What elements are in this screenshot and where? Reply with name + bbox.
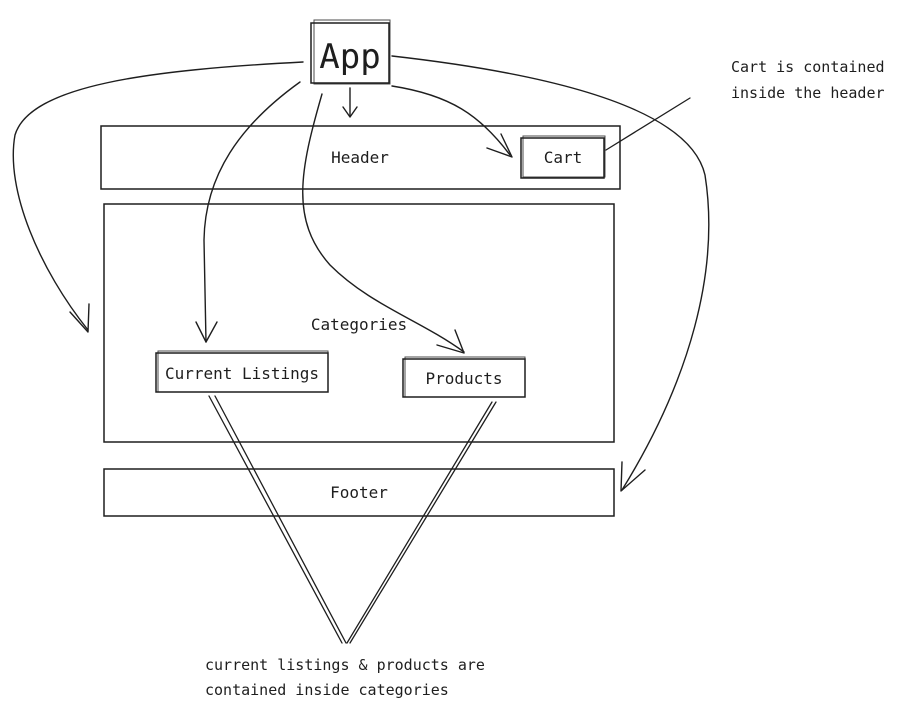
cart-note-line2: inside the header bbox=[731, 84, 885, 102]
categories-label: Categories bbox=[311, 315, 407, 334]
footer-label: Footer bbox=[330, 483, 388, 502]
arrow-app-to-header bbox=[342, 87, 358, 118]
products-node: Products bbox=[402, 356, 526, 398]
header-label: Header bbox=[331, 148, 389, 167]
current-listings-node: Current Listings bbox=[155, 350, 329, 393]
cart-label: Cart bbox=[544, 148, 583, 167]
categories-note-line1: current listings & products are bbox=[205, 656, 485, 674]
footer-node: Footer bbox=[103, 468, 615, 517]
app-label: App bbox=[319, 37, 380, 77]
arrow-app-to-footer bbox=[391, 55, 710, 492]
products-label: Products bbox=[425, 369, 502, 388]
categories-note-line2: contained inside categories bbox=[205, 681, 449, 699]
arrow-app-to-products bbox=[302, 93, 465, 354]
callout-categories: current listings & products are containe… bbox=[205, 395, 497, 699]
header-node: Header bbox=[100, 125, 621, 190]
categories-node: Categories bbox=[103, 203, 615, 443]
app-node: App bbox=[310, 19, 391, 85]
arrow-app-to-cart bbox=[391, 85, 513, 158]
current-listings-label: Current Listings bbox=[165, 364, 319, 383]
cart-note-line1: Cart is contained bbox=[731, 58, 885, 76]
callout-cart: Cart is contained inside the header bbox=[605, 58, 885, 151]
arrow-app-to-current-listings bbox=[195, 81, 301, 343]
arrow-app-to-categories bbox=[12, 61, 304, 333]
cart-node: Cart bbox=[520, 135, 606, 179]
